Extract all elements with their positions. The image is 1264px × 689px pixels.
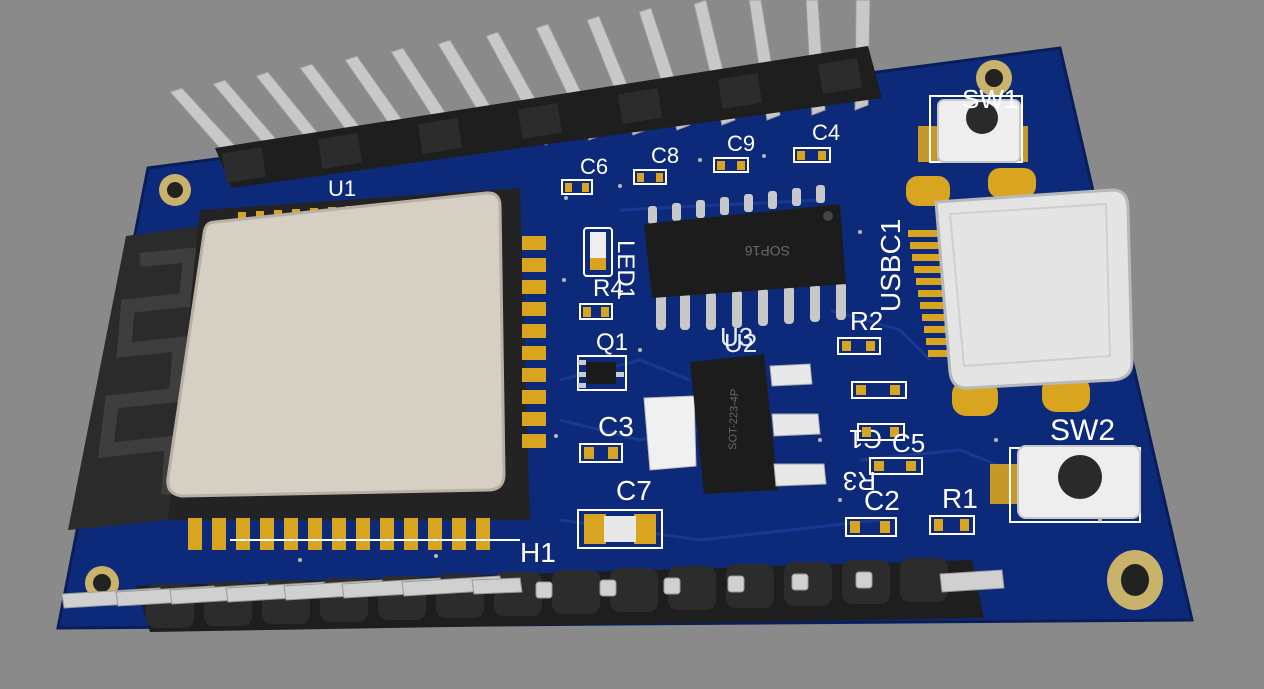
capacitor-c6: C6: [561, 154, 608, 195]
ic-leads-top: [648, 185, 825, 224]
silk-r4: R4: [593, 275, 624, 302]
capacitor-c7: C7: [577, 475, 663, 549]
capacitor-c5: C5: [869, 428, 925, 475]
silk-c2: C2: [864, 485, 900, 516]
mounting-hole: [159, 174, 191, 206]
silk-r1: R1: [942, 483, 978, 514]
silk-sw2: SW2: [1050, 414, 1115, 447]
antenna-trace: [97, 247, 198, 496]
mounting-holes: [85, 60, 1163, 610]
capacitor-c2: C2: [845, 485, 900, 537]
resistor-r1: R1: [929, 483, 978, 535]
resistor-r2: R2: [837, 306, 883, 355]
sot223-regulator: SOT-223-4P: [643, 354, 827, 494]
esp32-module: U1: [68, 176, 546, 550]
silk-usbc1: USBC1: [875, 219, 906, 312]
ic-leads-bottom: [656, 282, 846, 330]
sop16-ic: SOP16: [644, 185, 846, 330]
silk-c4: C4: [812, 120, 840, 145]
silk-u2: U2: [724, 328, 757, 358]
silk-c6: C6: [580, 154, 608, 179]
silk-c8: C8: [651, 143, 679, 168]
module-pads-bottom: [188, 518, 490, 550]
tactile-switch-sw2: SW2: [990, 414, 1141, 523]
silk-c9: C9: [727, 131, 755, 156]
silk-q1: Q1: [596, 329, 628, 356]
resistor-r3: R3: [843, 423, 905, 496]
silk-led1: LED1: [612, 240, 639, 300]
mounting-hole: [976, 60, 1012, 96]
tactile-switch-sw1: SW1: [918, 84, 1028, 163]
vias: [298, 154, 1102, 562]
header-pins: [61, 569, 1005, 609]
regulator-leads: [769, 363, 827, 487]
module-pads-right: [522, 236, 546, 448]
mounting-hole: [1107, 550, 1163, 610]
silk-u1: U1: [328, 176, 356, 201]
ic-marking-sot223: SOT-223-4P: [727, 389, 741, 451]
switch-button: [966, 102, 998, 134]
led-led1: LED1: [583, 227, 639, 300]
top-pin-header: [169, 0, 882, 188]
switch-button: [1058, 455, 1102, 499]
rf-shield-can: [166, 191, 506, 498]
silk-c7: C7: [616, 475, 652, 506]
regulator-tab: [643, 395, 697, 471]
silk-h1: H1: [520, 537, 556, 568]
ic-marking-sop16: SOP16: [745, 243, 790, 259]
capacitor-c8: C8: [633, 143, 679, 185]
capacitor-c4: C4: [793, 120, 840, 163]
silk-u3: U3: [720, 322, 753, 352]
silk-sw1: SW1: [962, 84, 1018, 114]
usb-mount-pads: [906, 168, 1090, 416]
transistor-q1: Q1: [577, 329, 628, 391]
capacitor-c3: C3: [579, 411, 634, 463]
capacitor-c9: C9: [713, 131, 755, 173]
usb-c-connector: USBC1: [875, 168, 1134, 416]
silk-c3: C3: [598, 411, 634, 442]
resistor-r4: R4: [579, 275, 624, 320]
silk-c5: C5: [892, 428, 925, 458]
bottom-pin-header: H1: [61, 537, 1005, 632]
silk-r2: R2: [850, 306, 883, 336]
